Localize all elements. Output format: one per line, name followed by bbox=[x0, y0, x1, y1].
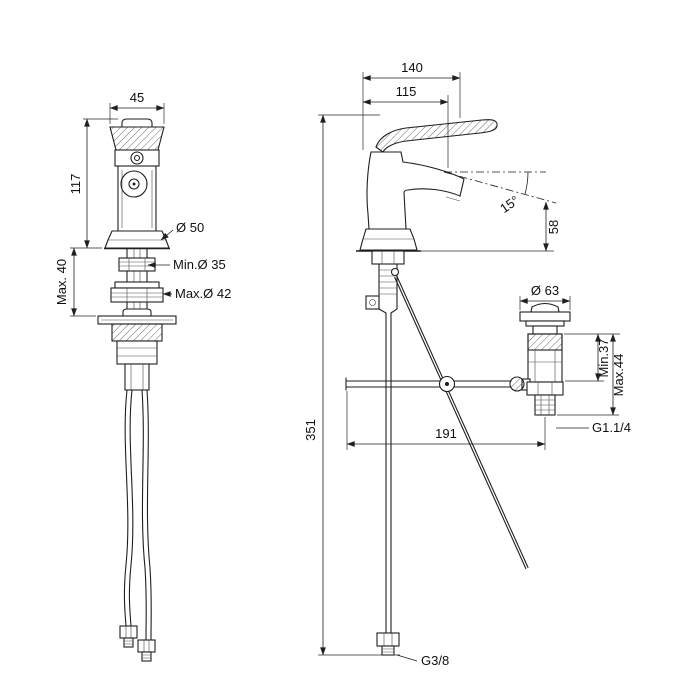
front-threaded-shank bbox=[110, 248, 164, 317]
side-dim-waste-max: Max.44 bbox=[557, 333, 626, 416]
side-dim-overall-depth: 140 bbox=[362, 60, 461, 150]
side-waste-assembly bbox=[509, 302, 571, 416]
front-base-flange bbox=[104, 230, 170, 250]
front-lever-handle bbox=[109, 118, 165, 167]
front-max-hole-label: Max.Ø 42 bbox=[175, 286, 231, 301]
side-dim-waste-thread: G1.1/4 bbox=[556, 420, 631, 435]
front-supply-hose-right bbox=[137, 389, 156, 662]
front-dim-base-diameter: Ø 50 bbox=[160, 220, 204, 241]
side-overall-height-label: 351 bbox=[303, 419, 318, 441]
side-spout-height-label: 58 bbox=[546, 220, 561, 234]
side-spout-angle-label: 15° bbox=[497, 193, 522, 217]
side-view: 15° 140 115 58 Ø 63 Min.37 bbox=[303, 60, 631, 668]
side-rod-length-label: 191 bbox=[435, 426, 457, 441]
front-body-height-label: 117 bbox=[68, 174, 83, 195]
side-dim-spout-height: 58 bbox=[417, 201, 561, 252]
side-horizontal-rod bbox=[345, 375, 512, 393]
side-supply-thread-label: G3/8 bbox=[421, 653, 449, 668]
front-dim-max-deck: Max. 40 bbox=[54, 247, 96, 317]
front-dim-min-hole: Min.Ø 35 bbox=[147, 257, 226, 272]
side-dim-overall-height: 351 bbox=[303, 114, 400, 656]
side-dim-spout-reach: 115 bbox=[362, 84, 449, 168]
front-view: 45 117 Ø 50 Min.Ø 35 Max.Ø 42 Max. 40 bbox=[54, 90, 231, 662]
front-mixer-body bbox=[117, 165, 157, 232]
side-base-flange bbox=[356, 228, 421, 252]
side-dim-supply-thread: G3/8 bbox=[396, 653, 449, 668]
side-waste-diameter-label: Ø 63 bbox=[531, 283, 559, 298]
front-waste-body bbox=[97, 308, 177, 391]
side-lever-handle bbox=[375, 119, 498, 153]
front-supply-hose-left bbox=[119, 389, 138, 648]
side-overall-depth-label: 140 bbox=[401, 60, 423, 75]
front-handle-width-label: 45 bbox=[130, 90, 144, 105]
side-waste-min-label: Min.37 bbox=[596, 338, 611, 377]
front-base-diameter-label: Ø 50 bbox=[176, 220, 204, 235]
side-popup-lift-rod bbox=[390, 267, 529, 570]
side-bottom-connector bbox=[376, 632, 400, 656]
side-waste-thread-label: G1.1/4 bbox=[592, 420, 631, 435]
side-shank-and-pipe bbox=[365, 250, 405, 634]
front-min-hole-label: Min.Ø 35 bbox=[173, 257, 226, 272]
side-dim-rod-length: 191 bbox=[346, 391, 546, 450]
side-mixer-body bbox=[366, 151, 465, 230]
side-dim-waste-diameter: Ø 63 bbox=[519, 283, 571, 310]
side-spout-reach-label: 115 bbox=[396, 84, 417, 99]
side-waste-max-label: Max.44 bbox=[611, 354, 626, 397]
front-dim-body-height: 117 bbox=[68, 118, 118, 249]
front-max-deck-label: Max. 40 bbox=[54, 259, 69, 305]
front-dim-max-hole: Max.Ø 42 bbox=[162, 286, 231, 301]
front-dim-handle-width: 45 bbox=[109, 90, 165, 124]
